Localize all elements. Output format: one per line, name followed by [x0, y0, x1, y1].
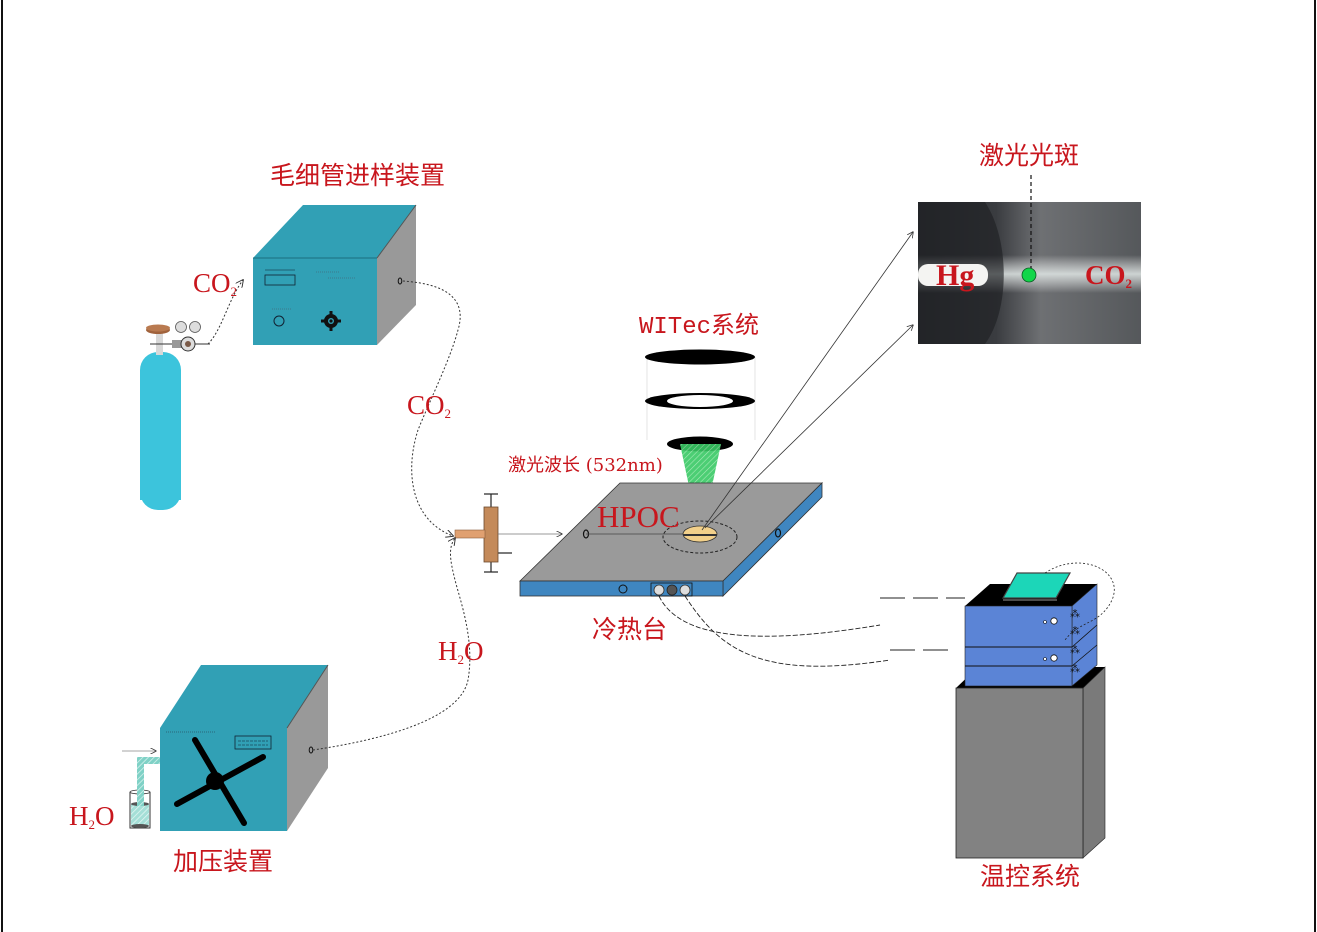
svg-text:⁂: ⁂ — [1070, 663, 1080, 675]
stage-cable-1 — [658, 595, 881, 637]
co2-base: CO — [1085, 260, 1126, 290]
laser-wavelength-label: 激光波长 (532nm) — [508, 455, 663, 476]
hpoc-label: HPOC — [597, 499, 680, 534]
h-base: H — [69, 801, 89, 831]
heating-cooling-stage-label: 冷热台 — [592, 615, 668, 644]
co2-sub: 2 — [444, 406, 452, 421]
capillary-sampler-device — [253, 204, 417, 345]
o-base: O — [464, 636, 484, 666]
h-sub: 2 — [457, 652, 465, 667]
h-base: H — [438, 636, 458, 666]
o-base: O — [95, 801, 115, 831]
co2-sub: 2 — [1125, 276, 1133, 291]
co2-line-label: CO2 — [407, 390, 452, 421]
vent-icons: ⁂ ⁂ ⁂ ⁂ — [1070, 608, 1080, 675]
heating-cooling-stage — [519, 482, 823, 597]
h2o-pressure-line — [312, 538, 471, 751]
stage-cable-2 — [684, 595, 891, 667]
capillary-sampler-label: 毛细管进样装置 — [270, 161, 446, 190]
co2-base: CO — [407, 390, 445, 420]
laser-spot-marker — [1021, 267, 1037, 283]
h2o-beaker-label: H2O — [69, 801, 115, 832]
h-sub: 2 — [88, 817, 96, 832]
sampler-display — [264, 274, 296, 286]
temperature-control-system: ⁂ ⁂ ⁂ ⁂ — [955, 562, 1115, 859]
co2-sub: 2 — [230, 284, 238, 299]
pressurizer-display — [234, 735, 272, 750]
micro-co2-label: CO2 — [1085, 260, 1133, 291]
sampler-knob — [273, 315, 285, 327]
mercury-label: Hg — [936, 259, 975, 292]
svg-text:⁂: ⁂ — [1070, 608, 1080, 620]
witec-system-label: WITec系统 — [639, 314, 760, 341]
co2-cylinder-label: CO2 — [193, 268, 238, 299]
svg-text:⁂: ⁂ — [1070, 625, 1080, 637]
microscope-image — [918, 202, 1141, 344]
water-beaker — [129, 757, 160, 829]
co2-feed-line — [207, 280, 243, 345]
witec-objective-lenses — [645, 349, 756, 452]
svg-text:⁂: ⁂ — [1070, 644, 1080, 656]
optical-ray-upper — [701, 232, 913, 531]
pressurizer-label: 加压装置 — [173, 847, 274, 876]
h2o-line-label: H2O — [438, 636, 484, 667]
co2-base: CO — [193, 268, 231, 298]
t-connector-valve — [454, 493, 512, 573]
temperature-control-label: 温控系统 — [980, 862, 1081, 891]
controller-touch-panel — [1001, 572, 1072, 599]
co2-cylinder — [140, 321, 210, 510]
co2-capillary-line — [402, 280, 461, 536]
laser-spot-label: 激光光斑 — [979, 141, 1080, 170]
optical-ray-lower — [704, 325, 913, 529]
pressurizer-device — [160, 664, 329, 831]
